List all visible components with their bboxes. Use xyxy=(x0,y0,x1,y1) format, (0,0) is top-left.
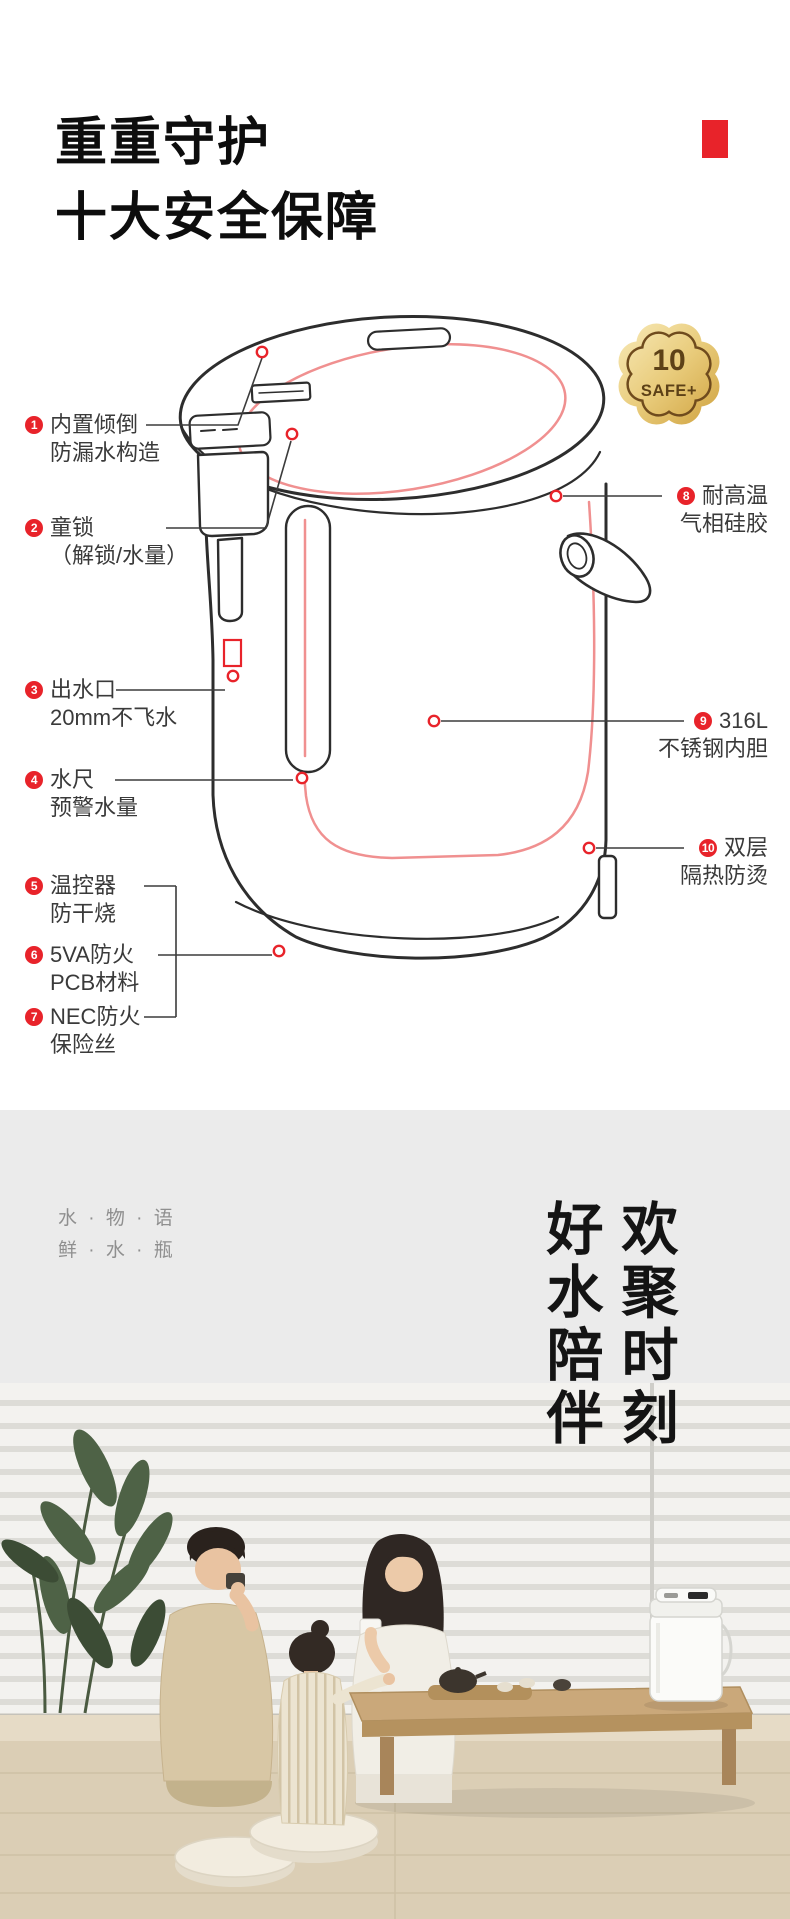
callout-1-line1: 内置倾倒 xyxy=(50,412,139,437)
thermos-product xyxy=(644,1587,733,1711)
callout-3: 3 出水口 20mm不飞水 xyxy=(25,676,177,732)
mother-figure xyxy=(351,1534,456,1803)
badge-label: SAFE+ xyxy=(641,382,697,400)
callout-9-line2: 不锈钢内胆 xyxy=(657,736,768,761)
callout-4-line2: 预警水量 xyxy=(50,795,139,820)
callout-7-line2: 保险丝 xyxy=(50,1032,117,1057)
callout-4: 4 水尺 预警水量 xyxy=(25,766,138,822)
callout-7-number: 7 xyxy=(25,1008,43,1026)
callout-6-line2: PCB材料 xyxy=(50,970,140,995)
callout-3-line1: 出水口 xyxy=(50,677,117,702)
tea-set xyxy=(428,1667,571,1700)
brand-words: 水 · 物 · 语 鲜 · 水 · 瓶 xyxy=(58,1203,176,1267)
title-line-2: 十大安全保障 xyxy=(55,189,380,247)
slogan: 好水陪伴 欢聚时刻 xyxy=(538,1199,677,1451)
callout-2-number: 2 xyxy=(25,519,43,537)
callout-10-number: 10 xyxy=(698,839,717,857)
callout-1: 1 内置倾倒 防漏水构造 xyxy=(25,411,160,467)
callout-8: 8 耐高温 气相硅胶 xyxy=(676,482,768,538)
slogan-column-left: 好水陪伴 xyxy=(538,1199,602,1451)
callout-6-line1: 5VA防火 xyxy=(50,942,134,967)
title-line-1: 重重守护 xyxy=(55,114,272,172)
table-shadow xyxy=(355,1788,755,1818)
brand-line-1: 水 · 物 · 语 xyxy=(58,1208,176,1229)
badge-inner-ring xyxy=(626,331,712,417)
callout-2: 2 童锁 （解锁/水量） xyxy=(25,514,188,570)
callout-10: 10 双层 隔热防烫 xyxy=(680,834,768,890)
callout-2-line1: 童锁 xyxy=(50,515,95,540)
badge-number: 10 xyxy=(652,344,685,377)
family-photo xyxy=(0,1383,790,1919)
callout-10-line2: 隔热防烫 xyxy=(679,863,768,888)
page-title: 重重守护 十大安全保障 xyxy=(55,106,379,256)
callout-10-line1: 双层 xyxy=(723,835,768,860)
callout-4-line1: 水尺 xyxy=(50,767,95,792)
father-figure xyxy=(159,1527,274,1807)
callout-9-number: 9 xyxy=(694,712,713,730)
spout-drop-marker xyxy=(222,638,243,668)
callout-5-line1: 温控器 xyxy=(50,873,117,898)
callout-1-line2: 防漏水构造 xyxy=(50,440,161,465)
child-figure xyxy=(277,1620,395,1826)
callout-8-line1: 耐高温 xyxy=(701,483,768,508)
callout-6-number: 6 xyxy=(25,946,43,964)
houseplant xyxy=(1,1429,173,1714)
callout-9-line1: 316L xyxy=(719,708,768,733)
callout-5: 5 温控器 防干烧 xyxy=(25,872,116,928)
callout-4-number: 4 xyxy=(25,771,43,789)
callout-9: 9 316L 不锈钢内胆 xyxy=(658,707,768,763)
callout-leader-lines xyxy=(115,357,684,1018)
brand-line-2: 鲜 · 水 · 瓶 xyxy=(58,1240,176,1261)
slogan-column-right: 欢聚时刻 xyxy=(613,1199,677,1451)
callout-7: 7 NEC防火 保险丝 xyxy=(25,1003,140,1059)
callout-5-number: 5 xyxy=(25,877,43,895)
pot-outline xyxy=(178,314,652,960)
inner-liner-outline xyxy=(301,500,596,860)
thermo-pot-diagram xyxy=(115,314,684,1018)
callout-6: 6 5VA防火 PCB材料 xyxy=(25,941,139,997)
callout-2-line2: （解锁/水量） xyxy=(50,543,189,568)
callout-8-number: 8 xyxy=(676,487,695,505)
red-accent-square xyxy=(702,120,728,158)
callout-3-line2: 20mm不飞水 xyxy=(50,705,178,730)
callout-dots xyxy=(226,345,596,958)
safety-badge: 10 SAFE+ xyxy=(618,323,720,425)
callout-7-line1: NEC防火 xyxy=(50,1004,141,1029)
callout-1-number: 1 xyxy=(25,416,43,434)
callout-5-line2: 防干烧 xyxy=(50,901,117,926)
callout-8-line2: 气相硅胶 xyxy=(679,511,768,536)
callout-3-number: 3 xyxy=(25,681,43,699)
badge-flower-shape xyxy=(618,323,720,425)
